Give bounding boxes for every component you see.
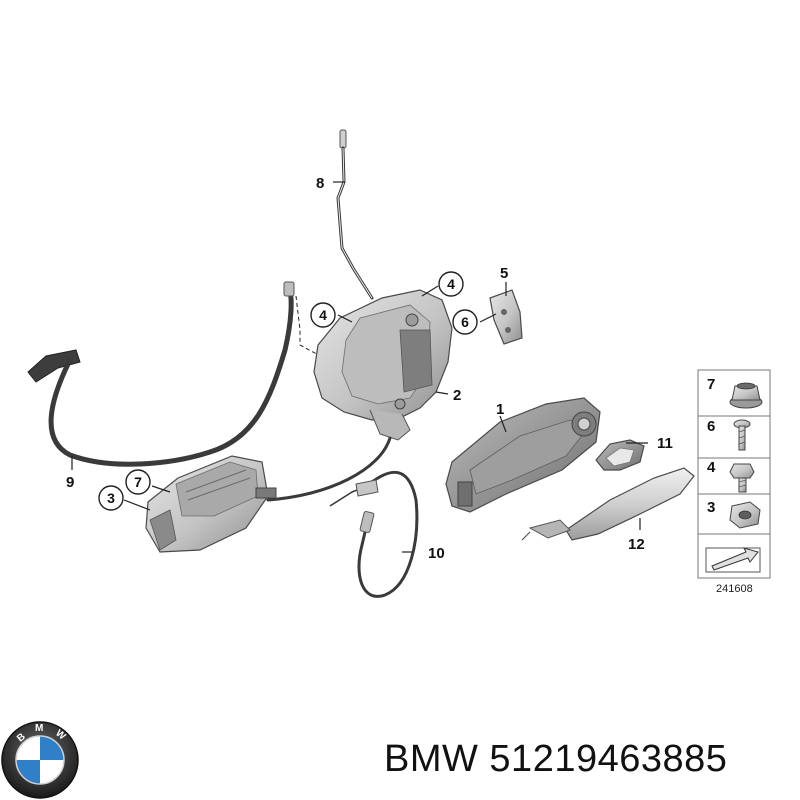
operating-rod xyxy=(336,129,374,300)
legend-number-4: 4 xyxy=(707,459,716,476)
bracket xyxy=(489,289,523,345)
callout-10: 10 xyxy=(428,545,445,562)
svg-text:3: 3 xyxy=(107,490,115,506)
callout-5: 5 xyxy=(500,265,508,282)
callout-3: 3 xyxy=(98,485,124,511)
callout-11: 11 xyxy=(657,435,673,452)
svg-text:4: 4 xyxy=(447,276,455,292)
door-lock-body xyxy=(313,289,453,441)
svg-text:7: 7 xyxy=(134,474,142,490)
central-lock-actuator xyxy=(145,455,277,553)
leader-lines xyxy=(71,181,648,553)
callout-12: 12 xyxy=(628,536,645,553)
direction-arrow-icon xyxy=(705,547,761,573)
handle-cover-cap xyxy=(595,439,645,471)
bowden-cable-actuator xyxy=(266,436,419,598)
diagram-code: 241608 xyxy=(716,583,753,595)
part-number-label: BMW 51219463885 xyxy=(384,738,728,780)
callout-8: 8 xyxy=(316,175,324,192)
legend-number-3: 3 xyxy=(707,499,715,516)
bowden-cable-left xyxy=(27,281,325,467)
callout-9: 9 xyxy=(66,474,74,491)
handle-carrier xyxy=(445,397,601,513)
bmw-logo: B M W xyxy=(1,721,79,799)
flange-nut-icon xyxy=(729,382,763,409)
svg-text:6: 6 xyxy=(461,314,469,330)
legend-number-7: 7 xyxy=(707,376,715,393)
svg-text:M: M xyxy=(35,723,43,734)
callout-2: 2 xyxy=(453,387,461,404)
hex-nut-icon xyxy=(729,501,761,529)
callout-7: 7 xyxy=(125,469,151,495)
callout-4-upper: 4 xyxy=(438,271,464,297)
hex-bolt-icon xyxy=(729,463,755,493)
small-parts-legend: 7 6 4 3 241608 xyxy=(697,369,771,595)
callout-6: 6 xyxy=(452,309,478,335)
callout-1: 1 xyxy=(496,401,504,418)
legend-number-6: 6 xyxy=(707,418,715,435)
callout-4-lower: 4 xyxy=(310,302,336,328)
outer-door-handle xyxy=(521,467,695,541)
svg-text:4: 4 xyxy=(319,307,327,323)
torx-screw-icon xyxy=(733,419,751,451)
